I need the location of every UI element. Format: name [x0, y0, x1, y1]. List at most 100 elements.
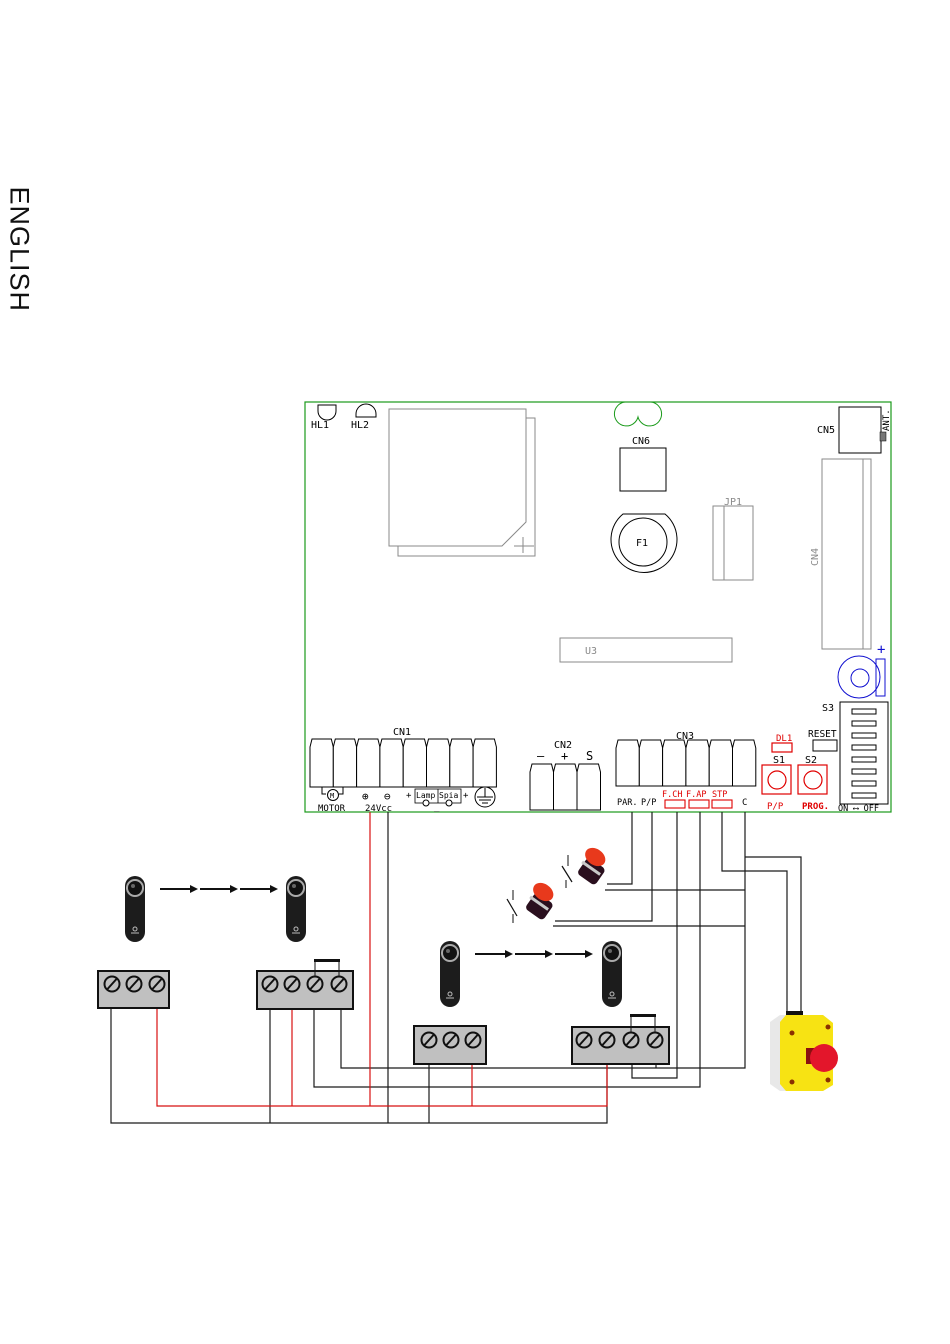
minus-24v-symbol: ⊖ [384, 790, 391, 803]
cn3-fap-label: F.AP [686, 790, 706, 800]
connector-cn2: CN2 – + S [530, 740, 601, 810]
dip-switch-2[interactable] [852, 721, 876, 726]
wire-pb-par-a [555, 812, 652, 921]
dip-switch-7[interactable] [852, 781, 876, 786]
cn3-pp-label: P/P [641, 798, 656, 808]
s1-label: S1 [773, 755, 785, 766]
cn1-terminal-2 [333, 739, 356, 787]
led-hl2: HL2 [351, 404, 376, 431]
photocell-tx1-icon [125, 876, 145, 942]
cn2-plus: + [561, 749, 568, 763]
cn1-terminal-3 [357, 739, 380, 787]
cn3-fch-label: F.CH [662, 790, 682, 800]
chip-u3: U3 [560, 638, 732, 662]
cn2-terminal-1 [530, 764, 554, 810]
wires-red [157, 812, 607, 1106]
connector-cn1: CN1 M MOTOR ⊕ ⊖ 24Vcc + Lamp Spia _ + [310, 727, 496, 814]
dip-on-off-label: ON ⟷ OFF [838, 804, 879, 814]
connector-cn4: CN4 [810, 459, 871, 649]
beam-arrows-2 [475, 950, 593, 958]
led-hl1: HL1 [311, 405, 336, 431]
wire-stop-common [745, 857, 801, 1012]
cn1-terminal-4 [380, 739, 403, 787]
wire-pb-pp-a [607, 812, 632, 884]
pushbutton-par-icon [507, 879, 557, 923]
button-s1-pp[interactable]: S1 P/P [762, 755, 791, 812]
cn3-terminal-3 [663, 740, 686, 786]
motor-label: MOTOR [318, 804, 346, 814]
wire-power-bus [157, 1008, 607, 1106]
cn1-terminal-6 [427, 739, 450, 787]
beam-arrows-1 [160, 885, 278, 893]
cn1-terminal-1 [310, 739, 333, 787]
spia-plus: + [463, 791, 469, 801]
dip-switch-8[interactable] [852, 793, 876, 798]
cn3-stp-label: STP [712, 790, 727, 800]
cn3-par-label: PAR. [617, 798, 637, 808]
antenna-label: ANT. [882, 409, 892, 431]
emergency-stop-icon [770, 1011, 838, 1091]
cn1-terminal-7 [450, 739, 473, 787]
pushbutton-pp-icon [562, 844, 609, 888]
transformer [389, 409, 535, 556]
wire-stop-stp [722, 812, 787, 1012]
cn1-terminal-5 [403, 739, 426, 787]
cn1-label: CN1 [393, 727, 411, 738]
photocell-rx1-icon [286, 876, 306, 942]
reset-jumper[interactable]: RESET [808, 729, 837, 751]
dip-levers[interactable] [852, 709, 876, 798]
battery-plus: + [877, 642, 885, 658]
s2-function-label: PROG. [802, 802, 829, 812]
jumper-jp1: JP1 [713, 497, 753, 580]
connector-cn3: CN3 PAR. P/P F.CH F.AP STP C [616, 731, 756, 808]
dip-switch-1[interactable] [852, 709, 876, 714]
battery: + – [838, 642, 885, 704]
fuse-f1: F1 [611, 514, 677, 572]
terminal-block-rx1 [257, 959, 353, 1009]
antenna-terminal [880, 432, 886, 441]
cn1-terminal-8 [473, 739, 496, 787]
cn2-signal: S [586, 749, 593, 763]
led-hl1-label: HL1 [311, 420, 329, 431]
cn3-common-label: C [742, 798, 747, 808]
terminal-block-tx1 [98, 971, 169, 1008]
photocell-tx2-icon [440, 941, 460, 1007]
stp-jumper [712, 800, 732, 808]
terminal-block-tx2 [414, 1026, 486, 1064]
button-s2-prog[interactable]: S2 PROG. [798, 755, 829, 812]
dip-switch-s3[interactable]: S3 ON ⟷ OFF [822, 702, 888, 814]
lamp-plus: + [406, 791, 412, 801]
connector-cn5: CN5 ANT. [817, 407, 892, 453]
cn3-terminal-2 [639, 740, 662, 786]
led-dl1: DL1 [772, 734, 792, 752]
cn2-minus: – [537, 749, 545, 763]
dip-switch-4[interactable] [852, 745, 876, 750]
cn2-terminal-3 [577, 764, 601, 810]
dip-switch-6[interactable] [852, 769, 876, 774]
reset-label: RESET [808, 729, 837, 740]
spia-label: Spia [439, 791, 458, 800]
lamp-label: Lamp [416, 791, 435, 800]
dip-switch-3[interactable] [852, 733, 876, 738]
cn5-label: CN5 [817, 425, 835, 436]
cn3-terminal-1 [616, 740, 639, 786]
cn2-terminal-2 [554, 764, 578, 810]
cn4-label: CN4 [810, 548, 821, 566]
plus-24v-symbol: ⊕ [362, 790, 369, 803]
cn3-terminal-6 [733, 740, 756, 786]
led-hl2-label: HL2 [351, 420, 369, 431]
mounting-hole [614, 402, 661, 426]
cn6-label: CN6 [632, 436, 650, 447]
s1-function-label: P/P [767, 802, 784, 812]
dip-switch-5[interactable] [852, 757, 876, 762]
cn3-terminal-5 [709, 740, 732, 786]
fch-jumper [665, 800, 685, 808]
svg-text:M: M [330, 792, 334, 800]
connector-cn6: CN6 [620, 436, 666, 491]
photocell-rx2-icon [602, 941, 622, 1007]
wire-rx1-common [341, 812, 745, 1068]
fap-jumper [689, 800, 709, 808]
fuse-label: F1 [636, 538, 648, 549]
terminal-block-rx2 [572, 1014, 669, 1064]
